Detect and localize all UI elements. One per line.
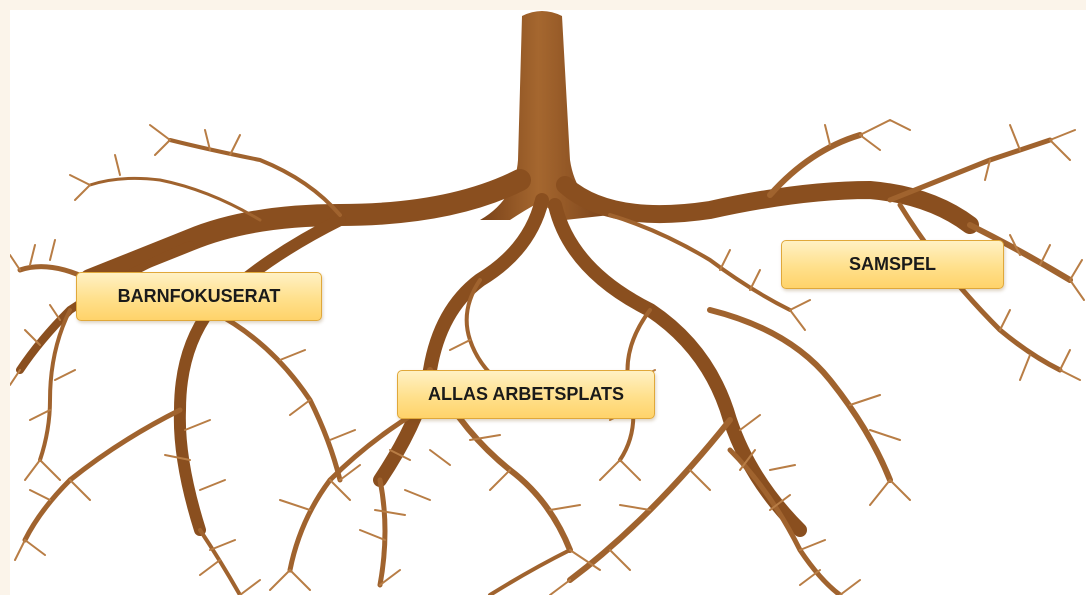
label-samspel: SAMSPEL [781,240,1004,289]
label-barnfokuserat-text: BARNFOKUSERAT [118,286,281,307]
label-allas-arbetsplats-text: ALLAS ARBETSPLATS [428,384,624,405]
label-samspel-text: SAMSPEL [849,254,936,275]
label-allas-arbetsplats: ALLAS ARBETSPLATS [397,370,655,419]
label-barnfokuserat: BARNFOKUSERAT [76,272,322,321]
diagram-canvas: BARNFOKUSERAT ALLAS ARBETSPLATS SAMSPEL [10,10,1086,595]
main-roots [20,180,970,530]
